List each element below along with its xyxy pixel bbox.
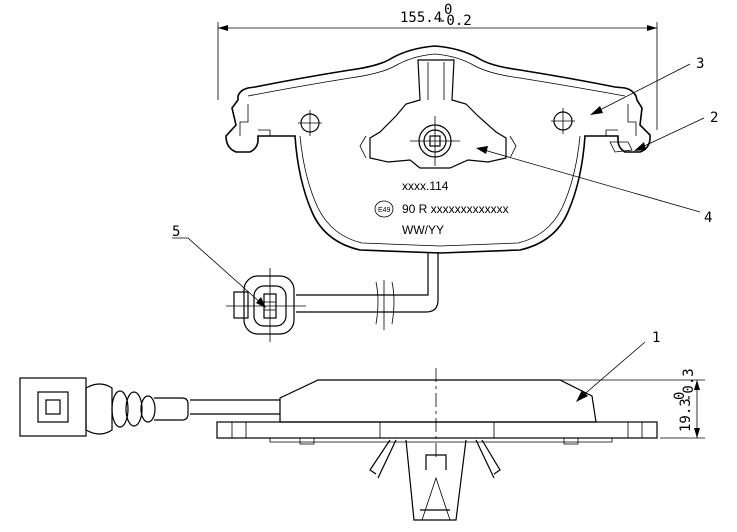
sensor-connector-top: [226, 268, 306, 342]
e-mark-text: E49: [378, 207, 391, 214]
backing-plate-outline: [225, 45, 651, 254]
right-ear-detail: [605, 104, 637, 137]
sensor-connector-side: [19, 377, 189, 437]
callout-3-label: 3: [696, 56, 704, 72]
callout-3: 3: [590, 56, 704, 115]
thickness-dim-value: 19.3: [678, 398, 694, 432]
callouts: 1 2 3 4 5: [172, 56, 718, 402]
side-rivet-left: [299, 437, 315, 445]
side-backing-plate: [216, 421, 658, 439]
thickness-dim-tol-upper: 0: [672, 392, 688, 400]
callout-2: 2: [634, 110, 718, 151]
marking-line-1: xxxx.114: [402, 179, 449, 193]
callout-5-label: 5: [172, 224, 180, 240]
right-clip-tab: [609, 141, 633, 153]
width-dimension: 155.4 0 -0.2: [217, 2, 658, 130]
callout-1-label: 1: [652, 330, 660, 346]
callout-4: 4: [476, 146, 712, 226]
side-friction-material: [279, 379, 597, 423]
callout-4-label: 4: [704, 210, 712, 226]
friction-inner-edge: [299, 135, 581, 247]
callout-1: 1: [576, 330, 660, 402]
pad-marking: xxxx.114 E49 90 R xxxxxxxxxxxxx WW/YY: [374, 179, 509, 237]
right-mounting-hole: [551, 108, 575, 134]
thickness-dimension: 19.3 0 -0.3: [560, 368, 705, 439]
thickness-dim-tol-lower: -0.3: [681, 368, 697, 402]
left-mounting-hole: [298, 110, 322, 136]
side-view: 19.3 0 -0.3: [19, 368, 705, 521]
top-view: 155.4 0 -0.2: [217, 2, 658, 342]
callout-2-label: 2: [710, 110, 718, 126]
width-dim-value: 155.4: [400, 10, 442, 26]
side-spring-clip: [369, 439, 501, 521]
side-rivet-right: [563, 437, 579, 445]
side-plate-lip: [269, 438, 613, 443]
callout-5: 5: [172, 224, 266, 308]
width-dim-tol-upper: 0: [444, 2, 452, 18]
side-wire: [190, 399, 280, 415]
sensor-wire-top: [296, 252, 439, 330]
width-dim-tol-lower: -0.2: [438, 13, 472, 29]
e-mark-circle: [374, 200, 394, 218]
marking-line-3: WW/YY: [402, 223, 444, 237]
marking-line-2: 90 R xxxxxxxxxxxxx: [402, 202, 509, 216]
friction-edge-line: [247, 53, 626, 97]
central-clip: [359, 59, 517, 169]
left-ear-detail: [239, 104, 271, 137]
side-plate-notches: [231, 422, 643, 438]
